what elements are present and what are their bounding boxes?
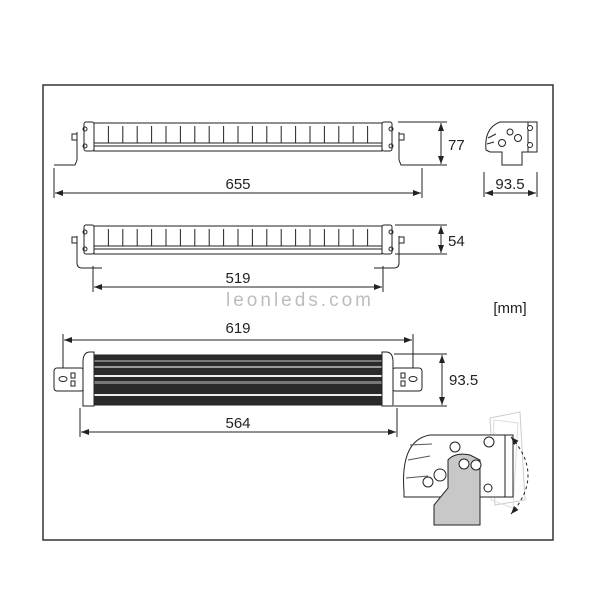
dim-label-619: 619 [225, 320, 250, 337]
dim-label-bottom-93-5: 93.5 [449, 372, 478, 389]
dim-label-54: 54 [448, 233, 465, 250]
dimension-564 [79, 408, 398, 437]
middle-light-bar [71, 224, 405, 269]
dimension-bottom-93-5 [394, 353, 447, 407]
dim-label-side-93-5: 93.5 [495, 176, 524, 193]
unit-label: [mm] [493, 300, 526, 317]
watermark: leonleds.com [226, 290, 374, 311]
side-view-tilt [403, 411, 529, 526]
dimension-side-93-5 [483, 172, 538, 197]
top-light-bar [54, 121, 422, 166]
dimension-77 [398, 121, 447, 166]
dim-label-564: 564 [225, 415, 250, 432]
dim-label-519: 519 [225, 270, 250, 287]
dim-label-77: 77 [448, 137, 465, 154]
side-view-small [485, 121, 538, 166]
dimension-655 [53, 168, 423, 198]
dimension-519 [92, 266, 384, 292]
frame [42, 84, 554, 541]
dimension-54 [395, 224, 447, 255]
dim-label-655: 655 [225, 176, 250, 193]
tilt-arrow-icon [510, 436, 529, 515]
bottom-light-bar [53, 351, 423, 407]
